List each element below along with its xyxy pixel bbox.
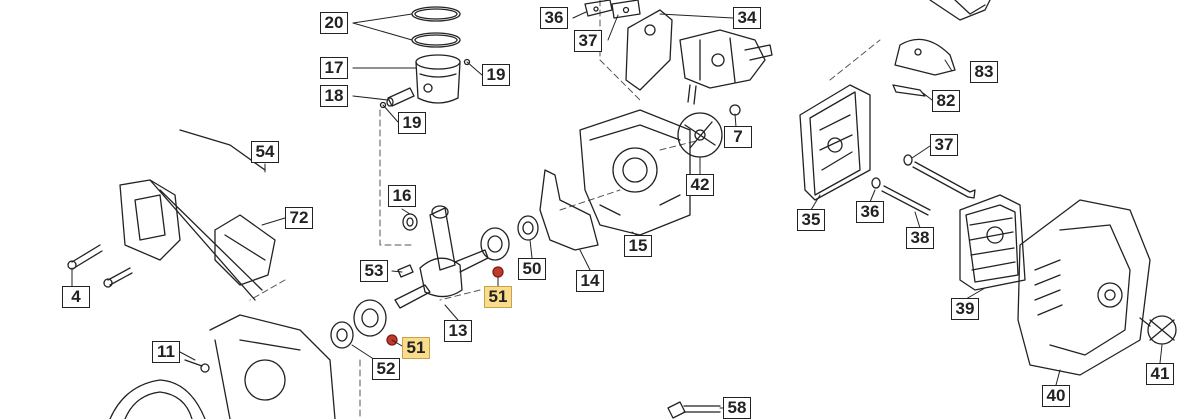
callout-34: 34 (733, 7, 761, 29)
callout-4: 4 (62, 286, 90, 308)
callout-40: 40 (1042, 385, 1070, 407)
callout-20: 20 (320, 12, 348, 34)
knob (1139, 315, 1177, 345)
callout-58: 58 (723, 397, 751, 419)
spacer-pad (892, 84, 926, 97)
carburetor (679, 29, 773, 105)
callout-15: 15 (624, 235, 652, 257)
wrist-pin (386, 87, 415, 107)
piston-rings (411, 6, 461, 48)
intake-cover (929, 0, 991, 21)
callout-52: 52 (372, 358, 400, 380)
callout-72: 72 (285, 207, 313, 229)
callout-39: 39 (951, 298, 979, 320)
oil-seal-right (517, 215, 539, 241)
shroud (119, 129, 266, 301)
callout-19-lower: 19 (398, 112, 426, 134)
callout-50: 50 (518, 258, 546, 280)
callout-36-right: 36 (856, 201, 884, 223)
callout-53: 53 (360, 260, 388, 282)
screws-left (67, 244, 133, 288)
bolt-58 (667, 401, 721, 419)
callout-51-lower-highlighted: 51 (402, 337, 430, 359)
flywheel (109, 379, 206, 419)
air-filter-base (799, 84, 871, 201)
callout-16: 16 (388, 185, 416, 207)
circlip-lower (379, 101, 387, 109)
air-filter-cover (1017, 199, 1151, 376)
callout-7: 7 (724, 126, 752, 148)
callout-13: 13 (444, 320, 472, 342)
callout-38: 38 (906, 227, 934, 249)
air-filter-element (959, 194, 1026, 291)
bearing-left (353, 299, 387, 337)
callout-17: 17 (320, 57, 348, 79)
callout-82: 82 (932, 90, 960, 112)
callout-83: 83 (970, 61, 998, 83)
bracket (894, 38, 956, 76)
callout-14: 14 (576, 270, 604, 292)
choke-plate (677, 112, 723, 158)
callout-37: 37 (574, 30, 602, 52)
crankshaft (394, 205, 489, 309)
crankcase-half (579, 109, 691, 236)
crankcase-left (209, 314, 336, 419)
highlight-dot-upper (492, 266, 504, 278)
assembly-guide-lines (249, 0, 881, 419)
carburetor-gasket (625, 9, 673, 91)
callout-19: 19 (482, 64, 510, 86)
needle-bearing (402, 213, 418, 231)
bolt-11 (184, 359, 210, 373)
intake-gaskets (584, 0, 641, 19)
callout-18: 18 (320, 85, 348, 107)
circlip-upper (463, 58, 471, 66)
piston (415, 54, 461, 104)
screw-37 (903, 154, 976, 199)
bearing-right (480, 227, 510, 261)
callout-42: 42 (686, 174, 714, 196)
callout-54: 54 (251, 141, 279, 163)
callout-51-highlighted: 51 (484, 286, 512, 308)
callout-37-right: 37 (930, 134, 958, 156)
fuel-tank (214, 214, 276, 286)
crankcase-gasket (539, 169, 599, 251)
callout-36: 36 (540, 7, 568, 29)
callout-11: 11 (152, 341, 180, 363)
leader-lines (71, 11, 1163, 409)
screw-38 (871, 177, 931, 216)
callout-41: 41 (1146, 363, 1174, 385)
callout-35: 35 (797, 209, 825, 231)
key (397, 264, 414, 278)
oil-seal-left (330, 321, 354, 349)
